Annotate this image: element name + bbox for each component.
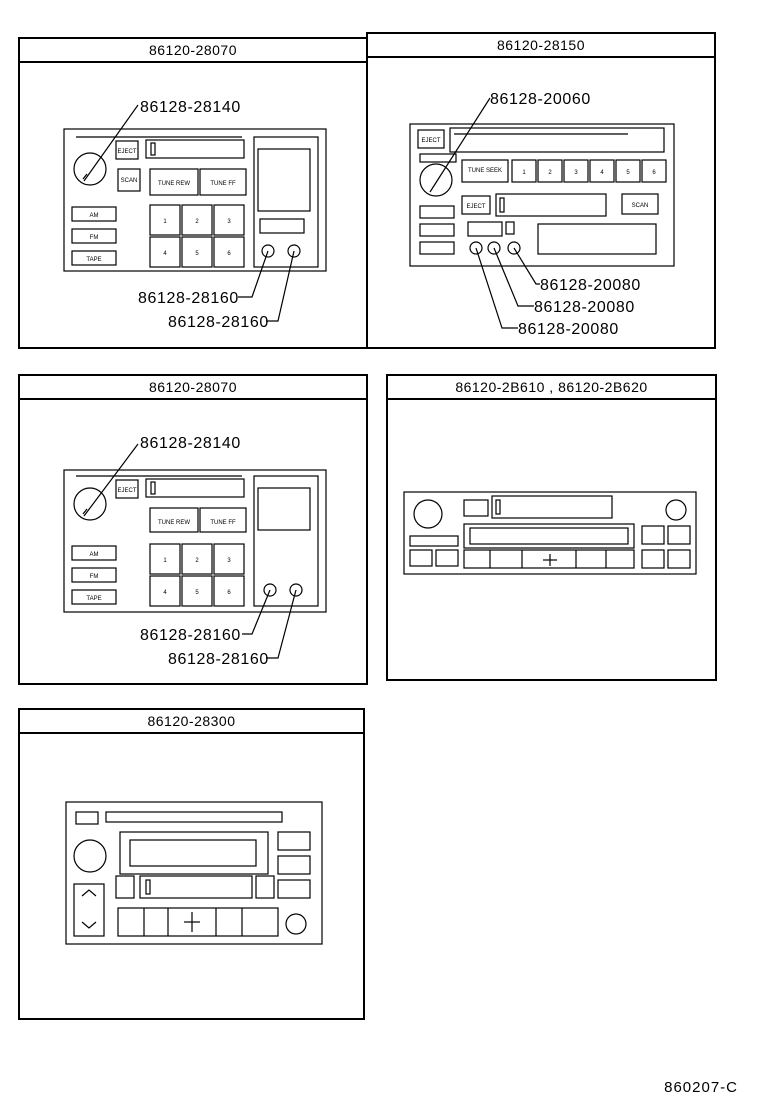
panel-2-header: 86120-28150 [368, 34, 714, 58]
callout-knob: 86128-20060 [490, 91, 591, 108]
panel-2: 86120-28150 [366, 32, 716, 349]
preset-2: 2 [195, 558, 199, 564]
preset-3: 3 [227, 558, 231, 564]
panel-3-header: 86120-28070 [20, 376, 366, 400]
preset-3: 3 [227, 219, 231, 225]
tune-seek-label: TUNE SEEK [468, 168, 502, 174]
callout-screw-3: 86128-20080 [518, 321, 619, 338]
preset-6: 6 [227, 590, 231, 596]
preset-1: 1 [163, 219, 167, 225]
preset-6: 6 [652, 170, 656, 176]
eject-label: EJECT [421, 138, 440, 144]
eject-label: EJECT [117, 149, 136, 155]
panel-5-header: 86120-28300 [20, 710, 363, 734]
radio-diagram-5 [65, 801, 323, 945]
callout-knob: 86128-28140 [140, 99, 241, 116]
radio-diagram-3: EJECT TUNE REW TUNE FF AM FM TAPE 1 2 3 … [63, 435, 327, 668]
panel-4: 86120-2B610 , 86120-2B620 [386, 374, 717, 681]
radio-diagram-4 [403, 491, 697, 575]
scan-label: SCAN [121, 178, 138, 184]
panel-1-header: 86120-28070 [20, 39, 366, 63]
preset-4: 4 [163, 590, 167, 596]
preset-1: 1 [522, 170, 526, 176]
tune-ff-label: TUNE FF [210, 181, 236, 187]
callout-screw-2: 86128-28160 [168, 314, 269, 331]
tune-rew-label: TUNE REW [158, 181, 190, 187]
preset-4: 4 [600, 170, 604, 176]
tune-ff-label: TUNE FF [210, 520, 236, 526]
scan-label: SCAN [632, 203, 649, 209]
preset-4: 4 [163, 251, 167, 257]
callout-screw-2: 86128-28160 [168, 651, 269, 668]
preset-5: 5 [195, 251, 199, 257]
callout-knob: 86128-28140 [140, 435, 241, 452]
panel-1: 86120-28070 [18, 37, 368, 349]
tape-label: TAPE [86, 257, 101, 263]
panel-4-header: 86120-2B610 , 86120-2B620 [388, 376, 715, 400]
preset-5: 5 [626, 170, 630, 176]
panel-5: 86120-28300 [18, 708, 365, 1020]
eject-label: EJECT [117, 488, 136, 494]
tape-label: TAPE [86, 596, 101, 602]
preset-2: 2 [548, 170, 552, 176]
callout-screw-2: 86128-20080 [534, 299, 635, 316]
preset-2: 2 [195, 219, 199, 225]
tune-rew-label: TUNE REW [158, 520, 190, 526]
fm-label: FM [90, 574, 99, 580]
am-label: AM [90, 213, 99, 219]
radio-diagram-2: EJECT TUNE SEEK 1 2 3 4 5 6 EJECT SCAN 8… [409, 91, 675, 338]
am-label: AM [90, 552, 99, 558]
preset-6: 6 [227, 251, 231, 257]
callout-screw-1: 86128-20080 [540, 277, 641, 294]
diagram-reference: 860207-C [664, 1079, 738, 1096]
callout-screw-1: 86128-28160 [140, 627, 241, 644]
fm-label: FM [90, 235, 99, 241]
preset-5: 5 [195, 590, 199, 596]
preset-1: 1 [163, 558, 167, 564]
radio-diagram-1: EJECT SCAN TUNE REW TUNE FF AM FM TAPE 1… [63, 99, 327, 331]
preset-3: 3 [574, 170, 578, 176]
panel-3: 86120-28070 [18, 374, 368, 685]
callout-screw-1: 86128-28160 [138, 290, 239, 307]
eject-label-2: EJECT [466, 204, 485, 210]
